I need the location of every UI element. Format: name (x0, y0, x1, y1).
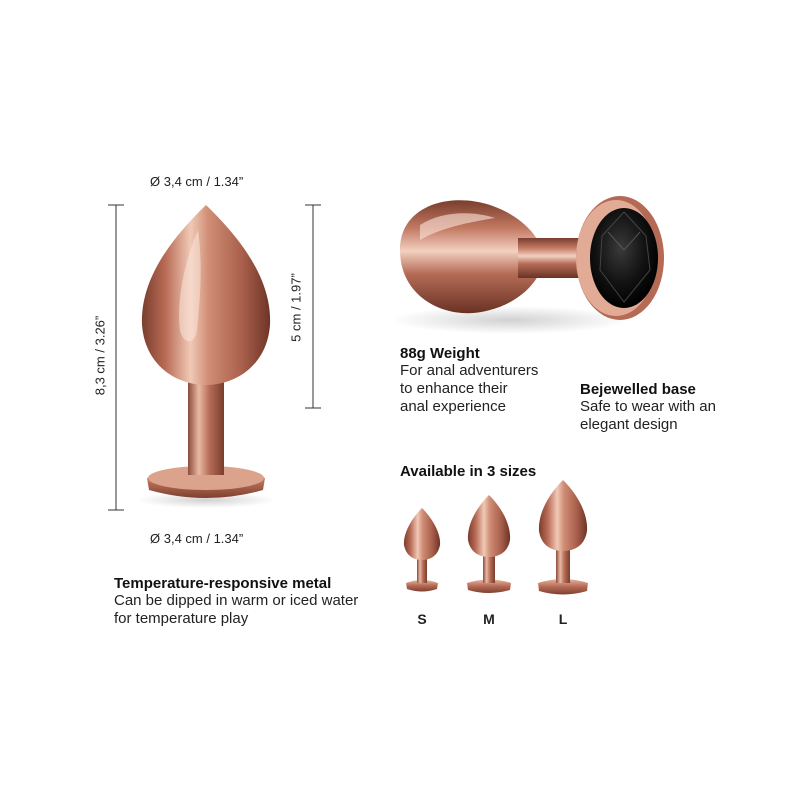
total-length-label: 8,3 cm / 3.26” (92, 315, 108, 396)
sizes-title: Available in 3 sizes (400, 463, 537, 480)
size-s-plug (403, 508, 441, 592)
feature-base-title: Bejewelled base (580, 381, 696, 398)
feature-weight-line-1: For anal adventurers (400, 362, 539, 379)
feature-metal-line-1: Can be dipped in warm or iced water (114, 592, 359, 609)
feature-weight: 88g Weight For anal adventurers to enhan… (400, 345, 538, 416)
feature-base-line-2: elegant design (580, 416, 678, 433)
top-diameter-label: Ø 3,4 cm / 1.34” (150, 174, 244, 189)
feature-weight-title: 88g Weight (400, 345, 480, 362)
feature-base-line-1: Safe to wear with an (580, 398, 716, 415)
feature-weight-line-2: to enhance their (400, 380, 508, 397)
insertable-length-label: 5 cm / 1.97” (288, 273, 304, 342)
dimension-lines (108, 204, 321, 511)
feature-metal-title: Temperature-responsive metal (114, 575, 332, 592)
bottom-diameter-label: Ø 3,4 cm / 1.34” (150, 531, 244, 546)
size-label-s: S (417, 611, 427, 627)
feature-metal-line-2: for temperature play (114, 610, 249, 627)
plug-side-jewel (390, 196, 664, 334)
feature-base: Bejewelled base Safe to wear with an ele… (580, 381, 716, 434)
size-label-m: M (483, 611, 495, 627)
size-l-plug (538, 480, 588, 595)
size-m-plug (467, 495, 511, 593)
feature-weight-line-3: anal experience (400, 398, 506, 415)
plug-main (136, 205, 276, 508)
size-label-l: L (558, 611, 568, 627)
feature-metal: Temperature-responsive metal Can be dipp… (114, 575, 358, 628)
